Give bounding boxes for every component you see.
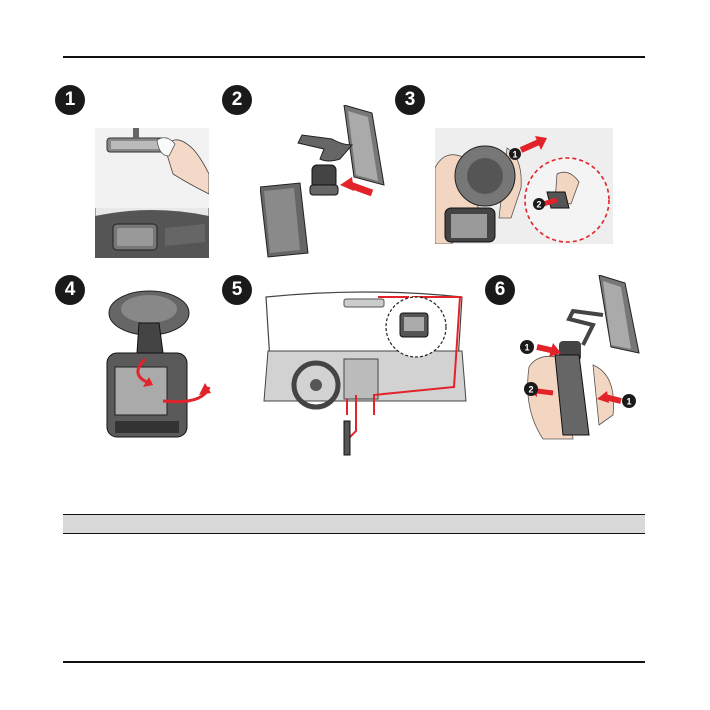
- cable-routing-illustration: [262, 291, 467, 459]
- step-2-badge: 2: [222, 85, 252, 115]
- top-rule: [63, 56, 645, 58]
- step-5: 5: [222, 275, 472, 460]
- step-1: 1: [55, 85, 215, 260]
- step-3-callout-2: 2: [536, 200, 541, 210]
- step-4-badge: 4: [55, 275, 85, 305]
- step-6-callout-1b: 1: [626, 397, 631, 407]
- suction-press-illustration: 1 2: [435, 128, 613, 244]
- section-header-band: [63, 514, 645, 534]
- step-4: 4: [55, 275, 220, 445]
- step-1-badge: 1: [55, 85, 85, 115]
- mirror-cleaning-illustration: [95, 128, 209, 258]
- step-5-badge: 5: [222, 275, 252, 305]
- step-3-badge: 3: [395, 85, 425, 115]
- step-6: 6 1 2 1: [485, 275, 650, 450]
- step-6-callout-2: 2: [528, 385, 533, 395]
- step-3: 3 1 2: [395, 85, 617, 260]
- step-6-badge: 6: [485, 275, 515, 305]
- step-3-callout-1: 1: [512, 150, 517, 160]
- bottom-rule: [63, 661, 645, 663]
- mount-attach-illustration: [260, 105, 390, 260]
- mount-release-illustration: 1 2 1: [519, 275, 649, 445]
- step-6-callout-1a: 1: [524, 343, 529, 353]
- step-2: 2: [222, 85, 392, 260]
- camera-rotate-illustration: [99, 283, 219, 441]
